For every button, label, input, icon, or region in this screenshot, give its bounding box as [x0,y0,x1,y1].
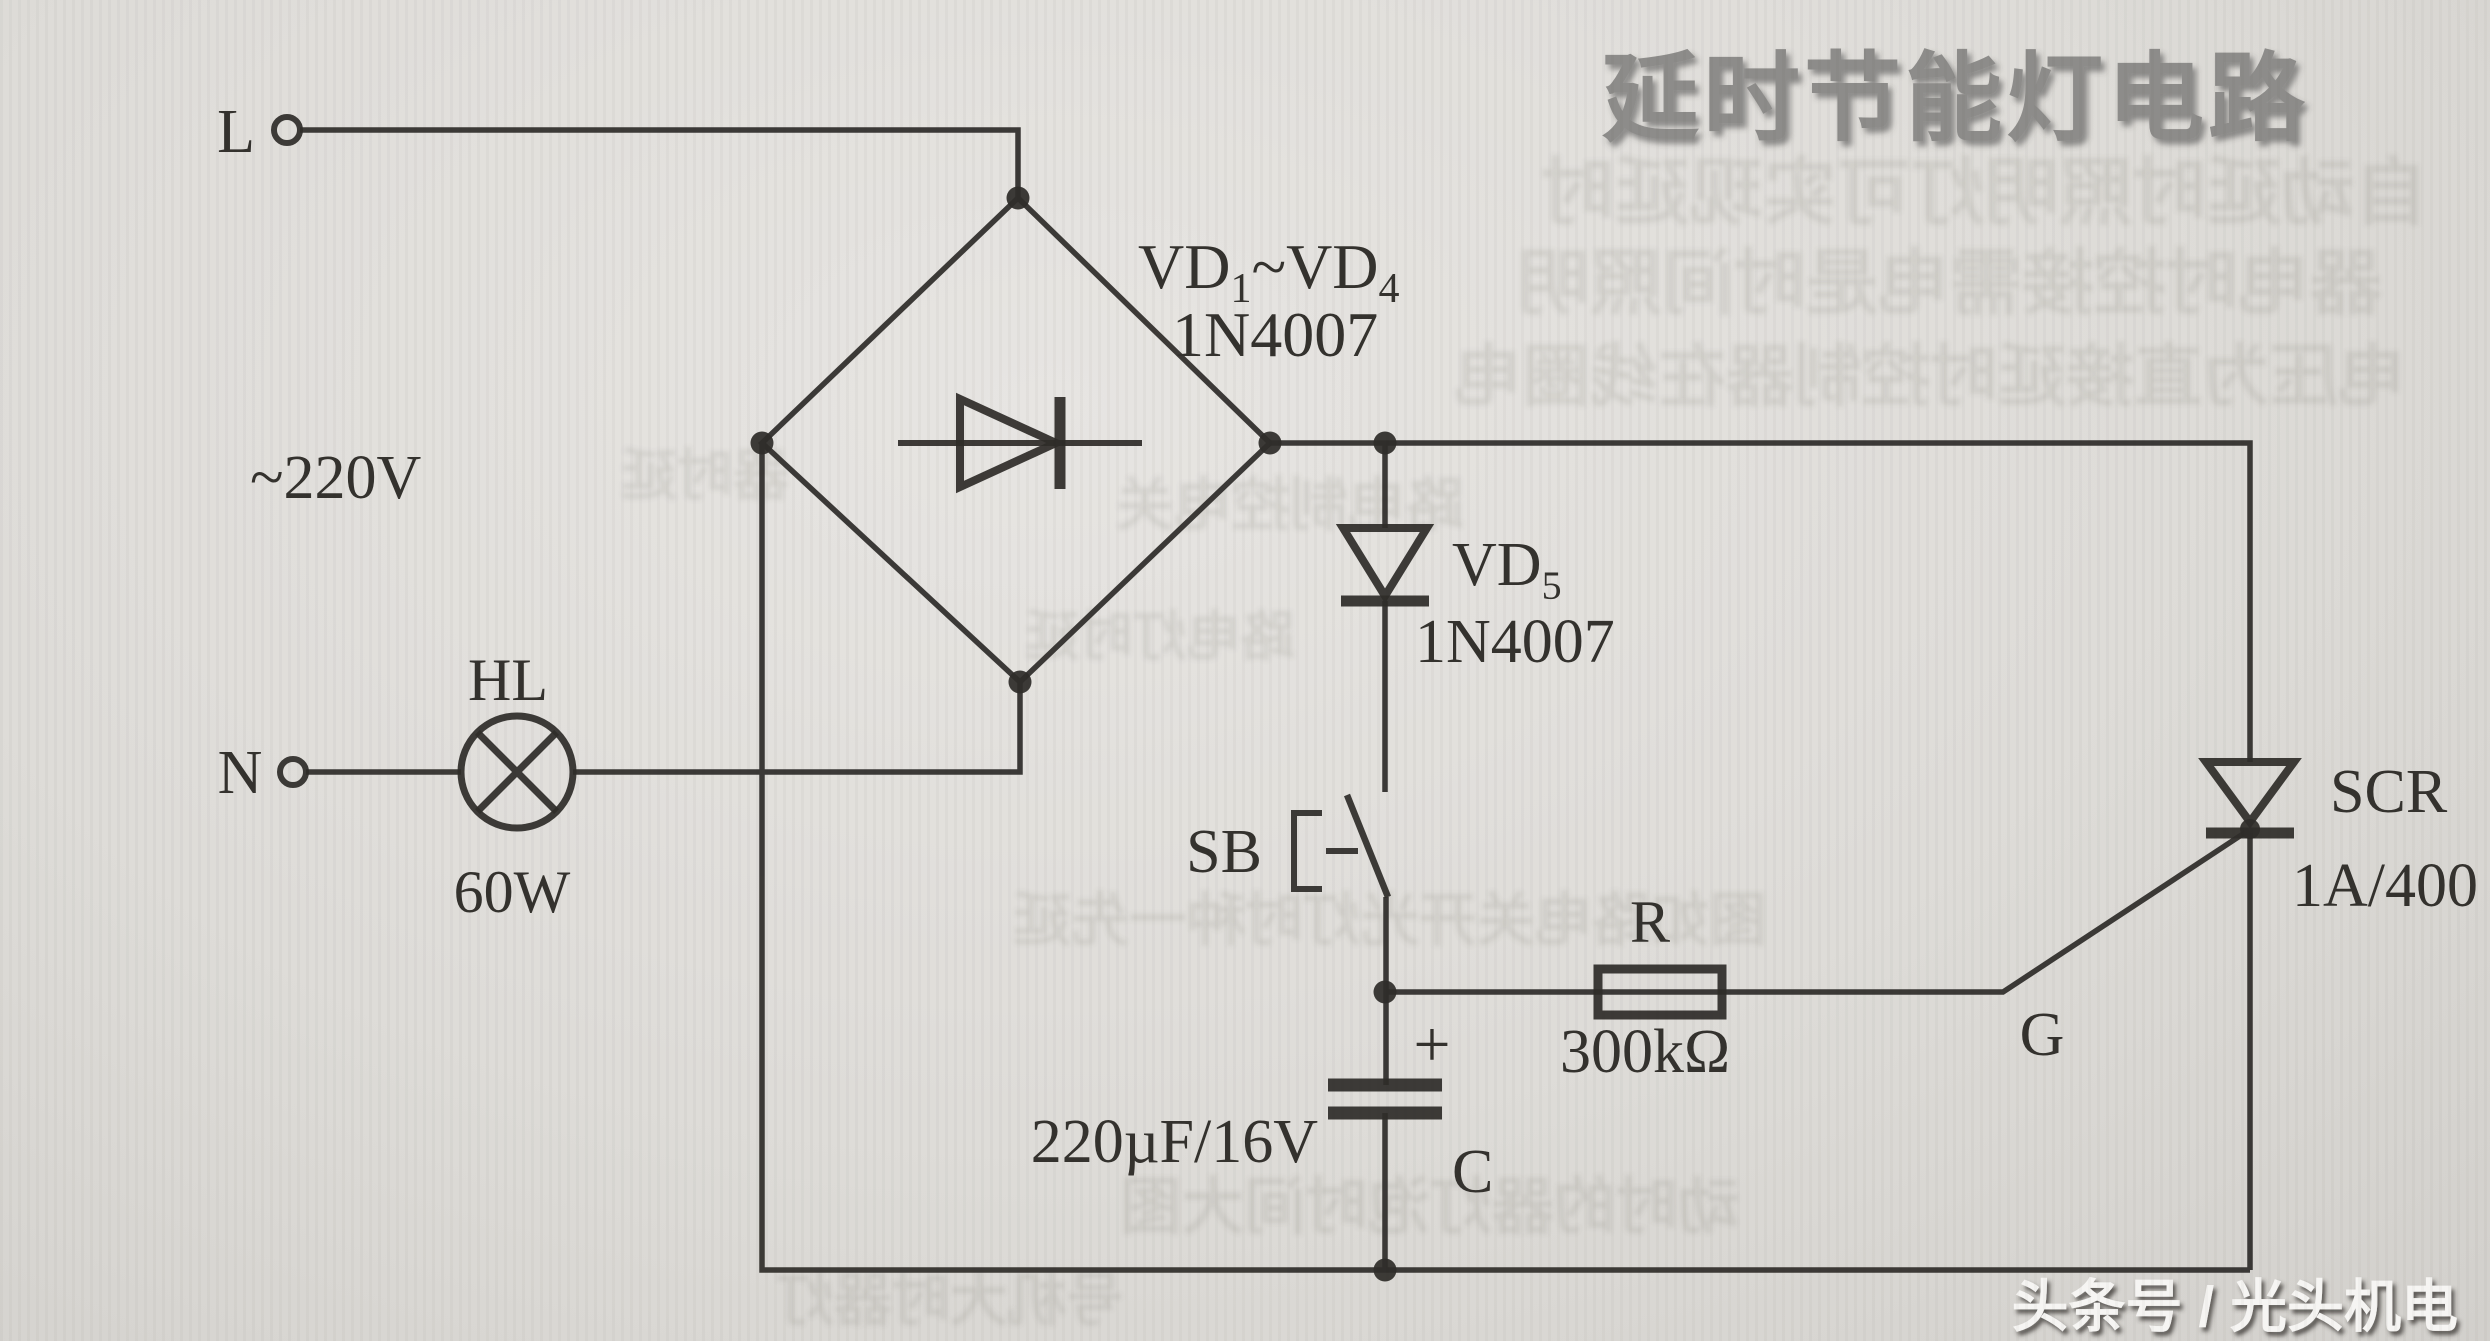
bleedthrough-text: 自动延时照明灯可实现延时 [1541,151,2429,234]
junction-dot-rc-node [1373,980,1397,1004]
label-mains-voltage: ~220V [250,444,422,512]
pushbutton-blade [1343,793,1392,899]
vd5-diode-symbol [1335,524,1435,607]
pushbutton-symbol [1291,793,1392,899]
label-lamp-power: 60W [454,859,571,925]
bleedthrough-text: 器电时控接需电是时间照明 [1518,244,2382,324]
wire-lamp-to-bridge-bottom [573,682,1023,775]
wire-live-to-bridge-top [300,127,1021,198]
label-bridge-ref-mid: ~VD [1251,231,1378,302]
label-scr-gate: G [2020,1001,2065,1069]
label-scr-ref: SCR [2330,758,2448,826]
lamp-circle [457,712,577,832]
bridge-diode-symbol [898,392,1142,494]
label-bridge-ref-sub2: 4 [1379,266,1400,312]
bridge-diode-triangle [956,392,1066,494]
wire-bridge-positive-top-bus [1270,440,2253,762]
lamp-cross [474,729,560,815]
label-vd5-ref: VD5 [1452,531,1562,608]
terminal-neutral-circle [277,756,309,788]
terminal-live-circle [271,114,303,146]
junction-dots [750,186,2260,1282]
page-title: 延时节能灯电路 [1602,44,2309,153]
label-bridge-ref-pre: VD [1138,231,1230,302]
junction-dot-bridge-left [750,431,774,455]
vd5-triangle [1335,524,1435,604]
label-resistor-value: 300kΩ [1560,1018,1730,1086]
label-capacitor-polarity: + [1413,1008,1450,1081]
label-bridge-ref: VD1~VD4 [1138,231,1400,312]
label-vd5-ref-sub: 5 [1542,563,1562,608]
label-bridge-ref-sub1: 1 [1230,266,1251,312]
bleedthrough-text: 号机大时器灯 [776,1268,1124,1333]
bleedthrough-text: 电压为直接延时控制器在线圈电 [1454,339,2406,415]
wire-rc-to-scr-gate [1385,827,2251,995]
junction-dot-bridge-bottom [1008,670,1032,694]
resistor-body [1593,964,1727,1020]
wire-bridge-negative-to-bottom-rail [759,443,2250,1273]
watermark-text: 头条号 / 光头机电 [2011,1275,2458,1339]
label-capacitor-value: 220µF/16V [1031,1108,1318,1176]
scr-triangle [2198,758,2302,829]
bleedthrough-text: 图如路电关开光灯时种一先延 [1013,888,1767,953]
lamp-symbol [457,712,577,832]
junction-dot-scr-gate [2240,819,2260,839]
junction-dot-cap-bottom [1373,1258,1397,1282]
capacitor-symbol [1328,1078,1442,1120]
page-bleedthrough: 自动延时照明灯可实现延时 器电时控接需电是时间照明 电压为直接延时控制器在线圈电… [621,151,2429,1333]
label-bridge-part: 1N4007 [1172,299,1378,370]
label-vd5-part: 1N4007 [1415,608,1615,676]
label-resistor-ref: R [1630,889,1670,955]
label-pushbutton-ref: SB [1186,818,1262,886]
junction-dot-vd5-top [1373,431,1397,455]
label-scr-rating: 1A/400 [2292,852,2478,920]
label-vd5-ref-pre: VD [1452,531,1542,599]
junction-dot-bridge-right [1258,431,1282,455]
bleedthrough-text: 动时的器灯泡时间大图 [1120,1173,1740,1242]
label-live-terminal: L [217,98,255,166]
junction-dot-bridge-top [1006,186,1030,210]
label-capacitor-ref: C [1452,1138,1493,1206]
label-neutral-terminal: N [218,739,263,807]
label-lamp-ref: HL [468,647,548,713]
pushbutton-actuator-bracket [1291,810,1322,892]
